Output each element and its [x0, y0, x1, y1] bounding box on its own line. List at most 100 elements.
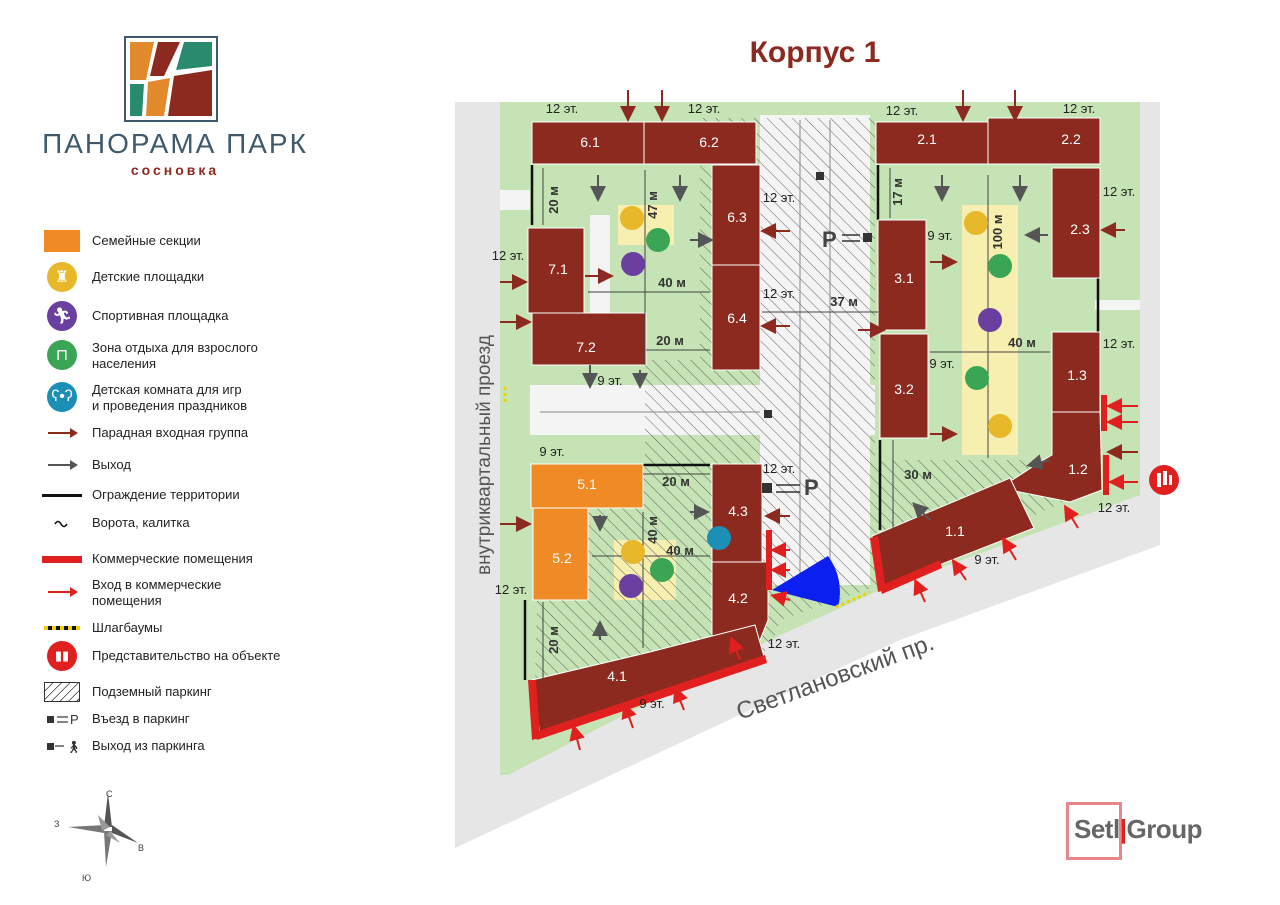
bench-icon [646, 228, 670, 252]
bench-icon: ⊓ [47, 340, 77, 370]
svg-text:6.1: 6.1 [580, 134, 600, 150]
bench-icon [988, 254, 1012, 278]
sports-icon [978, 308, 1002, 332]
svg-text:12 эт.: 12 эт. [492, 248, 525, 263]
svg-text:20 м: 20 м [546, 186, 561, 214]
svg-text:30 м: 30 м [904, 467, 932, 482]
svg-text:12 эт.: 12 эт. [1063, 101, 1096, 116]
svg-text:4.1: 4.1 [607, 668, 627, 684]
svg-text:40 м: 40 м [666, 543, 694, 558]
svg-text:6.3: 6.3 [727, 209, 747, 225]
brand-name: ПАНОРАМА ПАРК [42, 128, 308, 159]
surface-parking [540, 120, 831, 580]
amenity-icons [619, 206, 1179, 598]
svg-text:40 м: 40 м [1008, 335, 1036, 350]
legend-item-commercial-entry: Вход в коммерческие помещения [40, 577, 400, 608]
exit-arrows [582, 175, 1051, 640]
svg-text:17 м: 17 м [890, 178, 905, 206]
entrance-arrow-icon [48, 428, 78, 438]
entrance-arrows [500, 90, 1138, 532]
dimension-lines [542, 168, 1050, 680]
brand-logo: ПАНОРАМА ПАРК сосновка [40, 36, 310, 186]
svg-text:47 м: 47 м [645, 191, 660, 219]
dimension-labels: 20 м 47 м 40 м 20 м 37 м 17 м 100 м 40 м… [546, 178, 1036, 654]
svg-text:5.1: 5.1 [577, 476, 597, 492]
commercial-arrow-icon [48, 587, 78, 597]
sports-icon [619, 574, 643, 598]
building-2.3 [1051, 167, 1101, 279]
svg-text:40 м: 40 м [645, 516, 660, 544]
svg-text:5.2: 5.2 [552, 550, 572, 566]
building-7.2 [531, 312, 647, 366]
sports-icon [621, 252, 645, 276]
teddy-icon: ʕ•ʔ [47, 382, 77, 412]
svg-text:7.2: 7.2 [576, 339, 596, 355]
svg-text:12 эт.: 12 эт. [763, 286, 796, 301]
legend-item-teddy: ʕ•ʔ Детская комната для игр и проведения… [40, 382, 400, 413]
building-1.2 [998, 411, 1103, 503]
exit-arrow-icon [48, 460, 78, 470]
svg-text:1.3: 1.3 [1067, 367, 1087, 383]
building-3.1 [877, 219, 927, 331]
building-6.2 [643, 121, 757, 165]
svg-text:7.1: 7.1 [548, 261, 568, 277]
svg-text:12 эт.: 12 эт. [688, 101, 721, 116]
playground-icon: ♜ [47, 262, 77, 292]
building-2.2 [987, 117, 1101, 165]
brand-subtitle: сосновка [130, 162, 220, 178]
playground-icon [620, 206, 644, 230]
svg-text:1.1: 1.1 [945, 523, 965, 539]
teddy-icon [707, 526, 731, 550]
building-6.4 [711, 264, 761, 371]
legend-item-office: ▮▮ Представительство на объекте [40, 641, 400, 671]
svg-text:2.2: 2.2 [1061, 131, 1081, 147]
legend-item-playground: ♜ Детские площадки [40, 262, 400, 292]
commercial-bar-icon [42, 555, 82, 563]
svg-text:12 эт.: 12 эт. [886, 103, 919, 118]
legend-item-commercial: Коммерческие помещения [40, 544, 400, 574]
svg-text:P: P [822, 227, 837, 252]
svg-text:9 эт.: 9 эт. [539, 444, 564, 459]
svg-text:12 эт.: 12 эт. [1098, 500, 1131, 515]
page-title: Корпус 1 [749, 36, 881, 69]
building-5.2 [532, 507, 589, 601]
svg-text:2.1: 2.1 [917, 131, 937, 147]
svg-text:40 м: 40 м [658, 275, 686, 290]
svg-text:🚶︎: 🚶︎ [66, 740, 81, 754]
svg-text:12 эт.: 12 эт. [768, 636, 801, 651]
svg-text:3.2: 3.2 [894, 381, 914, 397]
svg-text:100 м: 100 м [990, 215, 1005, 250]
buildings [527, 117, 1103, 736]
setl-group-logo: Setl|Group [1066, 802, 1216, 860]
svg-text:4.3: 4.3 [728, 503, 748, 519]
compass-rose-icon [68, 793, 138, 867]
svg-text:P: P [70, 712, 79, 727]
legend-item-sports: 🏃︎ Спортивная площадка [40, 301, 400, 331]
playground-icon [988, 414, 1012, 438]
playground-icon [964, 211, 988, 235]
building-1.3 [1051, 331, 1101, 413]
barriers [503, 387, 871, 609]
commercial-premises [528, 395, 1109, 740]
legend-item-parking-entry: P Въезд в паркинг [40, 704, 400, 734]
svg-text:12 эт.: 12 эт. [546, 101, 579, 116]
svg-text:9 эт.: 9 эт. [929, 356, 954, 371]
building-7.1 [527, 227, 585, 314]
building-5.1 [530, 463, 644, 509]
legend-item-exit: Выход [40, 450, 400, 480]
bench-icon [650, 558, 674, 582]
svg-text:12 эт.: 12 эт. [1103, 336, 1136, 351]
legend-item-parking-exit: 🚶︎ Выход из паркинга [40, 731, 400, 761]
svg-text:12 эт.: 12 эт. [763, 190, 796, 205]
bench-icon [965, 366, 989, 390]
fence-line-icon [42, 493, 82, 497]
svg-text:1.2: 1.2 [1068, 461, 1088, 477]
view-sector [772, 556, 840, 607]
commercial-entry-arrows [569, 398, 1138, 751]
legend-item-entrance: Парадная входная группа [40, 418, 400, 448]
hatch-square-icon [44, 682, 80, 702]
office-icon: ▮▮ [47, 641, 77, 671]
svg-text:3.1: 3.1 [894, 270, 914, 286]
svg-text:12 эт.: 12 эт. [495, 582, 528, 597]
